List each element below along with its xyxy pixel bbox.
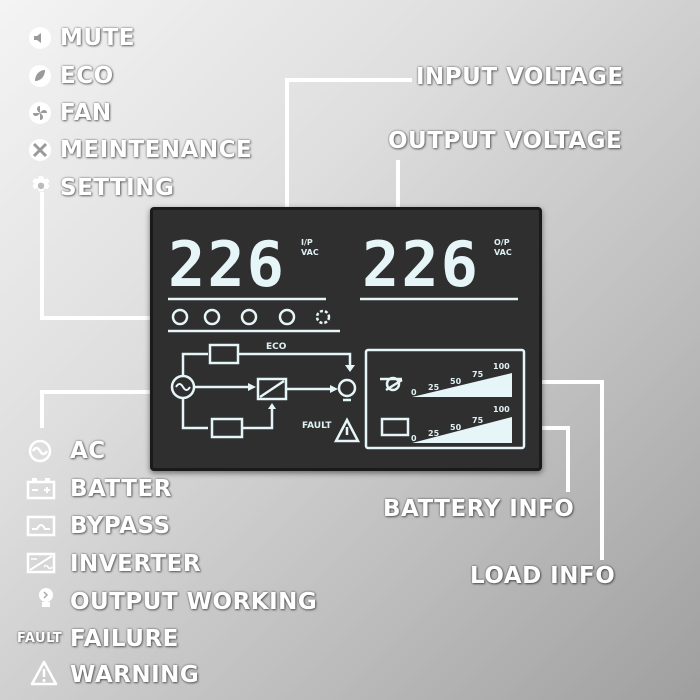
setting-gear-icon [32,176,50,192]
load-scale-50: 50 [450,377,462,386]
load-scale-100: 100 [493,362,510,371]
fan-icon [29,102,51,124]
input-voltage-readout: 226 [168,228,286,301]
lcd-bypass-icon [208,343,240,365]
load-info-label: LOAD INFO [470,563,616,589]
output-working-label: OUTPUT WORKING [70,589,318,615]
output-voltage-label: OUTPUT VOLTAGE [388,128,623,154]
input-unit-top: I/P [301,238,313,247]
maintenance-label: MEINTENANCE [60,137,253,163]
fan-label: FAN [60,100,112,126]
battery-scale-100: 100 [493,405,510,414]
ac-icon [28,439,52,463]
output-voltage-readout: 226 [362,228,480,301]
lcd-warning-icon [333,417,361,443]
battery-scale-0: 0 [411,434,417,443]
battery-scale-25: 25 [428,429,440,438]
lcd-fault-label: FAULT [302,421,332,431]
bypass-label: BYPASS [70,513,171,539]
battery-scale-75: 75 [472,416,484,425]
mute-label: MUTE [60,25,135,51]
lcd-eco-label: ECO [266,342,287,352]
lcd-output-bulb-icon [337,378,357,398]
warning-label: WARNING [70,662,200,688]
lcd-battery-icon [210,417,244,439]
flow-line-charge [242,407,274,430]
load-scale-25: 25 [428,383,440,392]
battery-icon [26,478,56,500]
maintenance-tools-icon [29,139,51,161]
load-level-bar [412,373,512,397]
load-scale-0: 0 [411,388,417,397]
eco-label: ECO [60,63,114,89]
setting-leader [40,192,162,320]
lcd-setting-icon [315,309,331,325]
battery-info-label: BATTERY INFO [383,496,575,522]
output-working-bulb-icon [39,588,53,607]
inverter-label: INVERTER [70,551,202,577]
battery-scale-50: 50 [450,423,462,432]
load-scale-75: 75 [472,370,484,379]
setting-label: SETTING [60,175,175,201]
load-battery-frame [364,348,526,450]
ac-label: AC [70,438,106,464]
inverter-icon [26,552,56,574]
flow-line-eco [238,352,352,365]
fault-tag: FAULT [17,631,63,646]
battery-level-bar [412,417,512,443]
lcd-maintenance-icon [278,308,296,326]
output-unit-top: O/P [494,238,510,247]
failure-label: FAILURE [70,626,179,652]
lcd-eco-icon [203,308,221,326]
lcd-fan-icon [240,308,258,326]
bypass-icon [26,515,56,537]
ac-leader [40,390,162,428]
lcd-graphics [168,297,526,450]
input-unit-bottom: VAC [301,248,319,257]
output-unit-bottom: VAC [494,248,512,257]
eco-leaf-icon [29,65,51,87]
flow-line-battery [181,398,208,430]
flow-line-bypass [181,352,208,376]
mute-icon [29,27,51,49]
input-voltage-label: INPUT VOLTAGE [416,64,624,90]
lcd-mute-icon [171,308,189,326]
battery-label: BATTER [70,476,172,502]
warning-icon [30,660,58,686]
lcd-battery-level-icon [380,417,410,437]
